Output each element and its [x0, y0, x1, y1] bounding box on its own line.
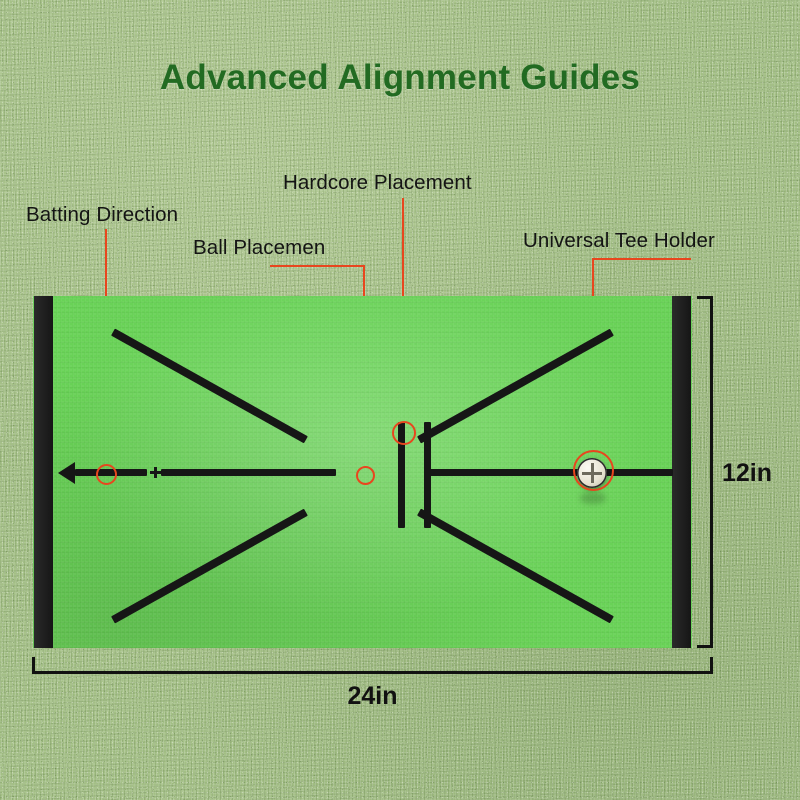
mat-edge-strip-right	[672, 296, 691, 648]
dimension-bracket-height-tick-bottom	[697, 645, 713, 648]
leader-ring-tee-holder	[573, 450, 614, 491]
dimension-bracket-height-tick-top	[697, 296, 713, 299]
mat-edge-strip-left	[34, 296, 53, 648]
callout-label-ball-placement: Ball Placemen	[193, 236, 326, 259]
tee-holder-shadow	[580, 492, 606, 504]
callout-label-hardcore-placement: Hardcore Placement	[283, 171, 472, 194]
hardcore-placement-bar-left	[398, 422, 405, 528]
batting-direction-arrow-icon	[58, 462, 75, 484]
dimension-label-height: 12in	[722, 459, 773, 487]
leader-ring-ball-placement	[356, 466, 375, 485]
callout-label-batting-direction: Batting Direction	[26, 203, 179, 226]
dimension-label-width: 24in	[347, 682, 398, 710]
leader-ring-hardcore-placement	[392, 421, 416, 445]
leader-line-tee-holder-horizontal	[592, 258, 691, 260]
leader-ring-batting-direction	[96, 464, 117, 485]
leader-line-ball-placement-horizontal	[270, 265, 365, 267]
hardcore-placement-bar-right	[424, 422, 431, 528]
dimension-bracket-width-line	[32, 671, 713, 674]
callout-label-universal-tee-holder: Universal Tee Holder	[523, 229, 715, 252]
alignment-rail-left-outer	[161, 469, 336, 476]
dimension-bracket-width-tick-left	[32, 657, 35, 674]
ball-placement-marker-icon	[150, 467, 161, 478]
dimension-bracket-height-line	[710, 296, 713, 648]
dimension-bracket-width-tick-right	[710, 657, 713, 674]
page-title: Advanced Alignment Guides	[159, 58, 641, 97]
alignment-rail-right	[426, 469, 673, 476]
